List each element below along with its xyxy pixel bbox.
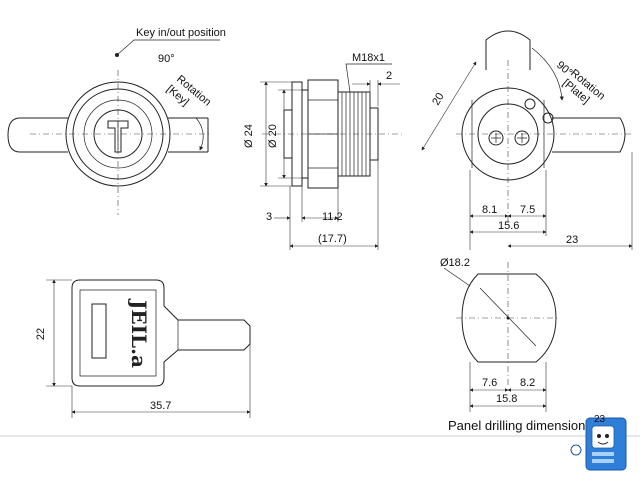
- key-height-dim: 22: [35, 328, 47, 340]
- cam-dim: 23: [566, 234, 578, 246]
- side-view: Ø 24 Ø 20 M18x1 2 3 11.2 (17.7): [243, 52, 402, 250]
- body-dim: 11.2: [322, 211, 343, 223]
- front-dim: 3: [266, 211, 272, 223]
- side-inner-dia: Ø 20: [267, 124, 279, 148]
- key-view: JEIL.a 22 35.7: [35, 279, 251, 418]
- rear-diag-dim: 20: [430, 91, 447, 108]
- front-angle-label: 90°: [158, 53, 175, 65]
- mascot-icon: 23: [570, 414, 627, 471]
- rear-view: 20 90° Rotation [Plate] 8.1 7.5 15.6 23: [421, 30, 633, 250]
- panel-caption: Panel drilling dimensions: [448, 418, 592, 433]
- side-outer-dia: Ø 24: [243, 124, 255, 148]
- key-brand: JEIL.a: [127, 298, 151, 368]
- key-inout-label: Key in/out position: [136, 27, 226, 39]
- thread-label: M18x1: [352, 52, 385, 64]
- panel-left-dim: 7.6: [482, 377, 497, 389]
- rear-left-dim: 8.1: [482, 204, 497, 216]
- panel-width-dim: 15.8: [496, 393, 517, 405]
- key-length-dim: 35.7: [150, 400, 171, 412]
- front-view: Key in/out position 90° Rotation [Key]: [7, 27, 226, 215]
- panel-view: Ø18.2 7.6 8.2 15.8 Panel drilling dimens…: [440, 257, 592, 433]
- panel-right-dim: 8.2: [520, 377, 535, 389]
- mascot-badge: 23: [594, 414, 606, 425]
- total-dim: (17.7): [318, 233, 347, 245]
- rear-right-dim: 7.5: [520, 204, 535, 216]
- rear-width-dim: 15.6: [498, 220, 519, 232]
- panel-dia-dim: Ø18.2: [440, 257, 470, 269]
- flange-dim: 2: [386, 70, 392, 82]
